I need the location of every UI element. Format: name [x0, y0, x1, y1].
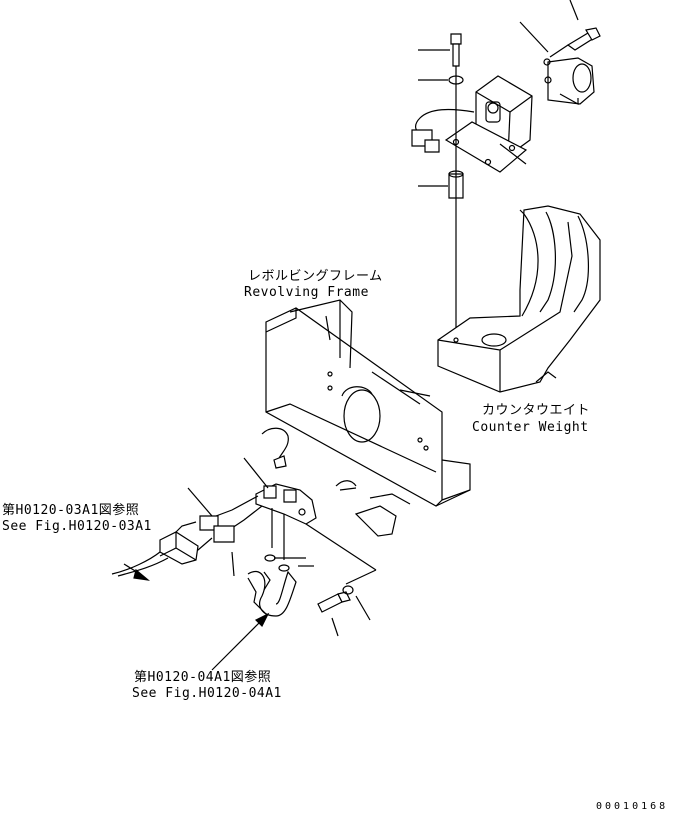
reference-arrow: [212, 614, 268, 670]
leader-line: [500, 144, 526, 164]
hose-clip: [262, 428, 288, 468]
drawing-code: 00010168: [596, 801, 669, 812]
leader-line: [520, 22, 548, 52]
leader-line: [570, 0, 578, 20]
sensor-harness: [412, 110, 474, 152]
counterweight-body: [438, 206, 600, 392]
ref-03a1-label-en: See Fig.H0120-03A1: [2, 519, 152, 534]
lower-bolt: [318, 592, 350, 612]
wire-to-ref: [118, 558, 168, 576]
frame-clip-lower: [356, 494, 410, 536]
sensor-bracket: [446, 76, 532, 172]
revolving-frame-label-jp: レボルビングフレーム: [248, 269, 383, 284]
upper-bolt: [451, 34, 461, 66]
wire-to-ref: [112, 552, 160, 574]
assembly-line: [346, 570, 376, 584]
leader-line: [232, 552, 234, 576]
lower-washer: [343, 586, 353, 594]
reference-arrow-upper: [124, 564, 148, 580]
leader-line: [356, 596, 370, 620]
counterweight-label-jp: カウンタウエイト: [482, 403, 591, 418]
leader-line: [188, 488, 212, 516]
upper-bolt-right: [550, 28, 600, 57]
ref-04a1-label-en: See Fig.H0120-04A1: [132, 686, 282, 701]
frame-clip: [336, 481, 356, 490]
assembly-line: [306, 524, 376, 570]
ref-04a1-label-jp: 第H0120-04A1図参照: [134, 670, 272, 685]
counterweight-label-en: Counter Weight: [472, 420, 589, 435]
lower-sensor-bracket: [256, 484, 316, 560]
lower-clamp-set: [248, 555, 306, 616]
leader-line: [244, 458, 268, 488]
leader-line: [332, 618, 338, 636]
revolving-frame-label-en: Revolving Frame: [244, 285, 369, 300]
sensor-unit: [544, 58, 594, 104]
revolving-frame-plate: [266, 300, 470, 506]
ref-03a1-label-jp: 第H0120-03A1図参照: [2, 503, 140, 518]
